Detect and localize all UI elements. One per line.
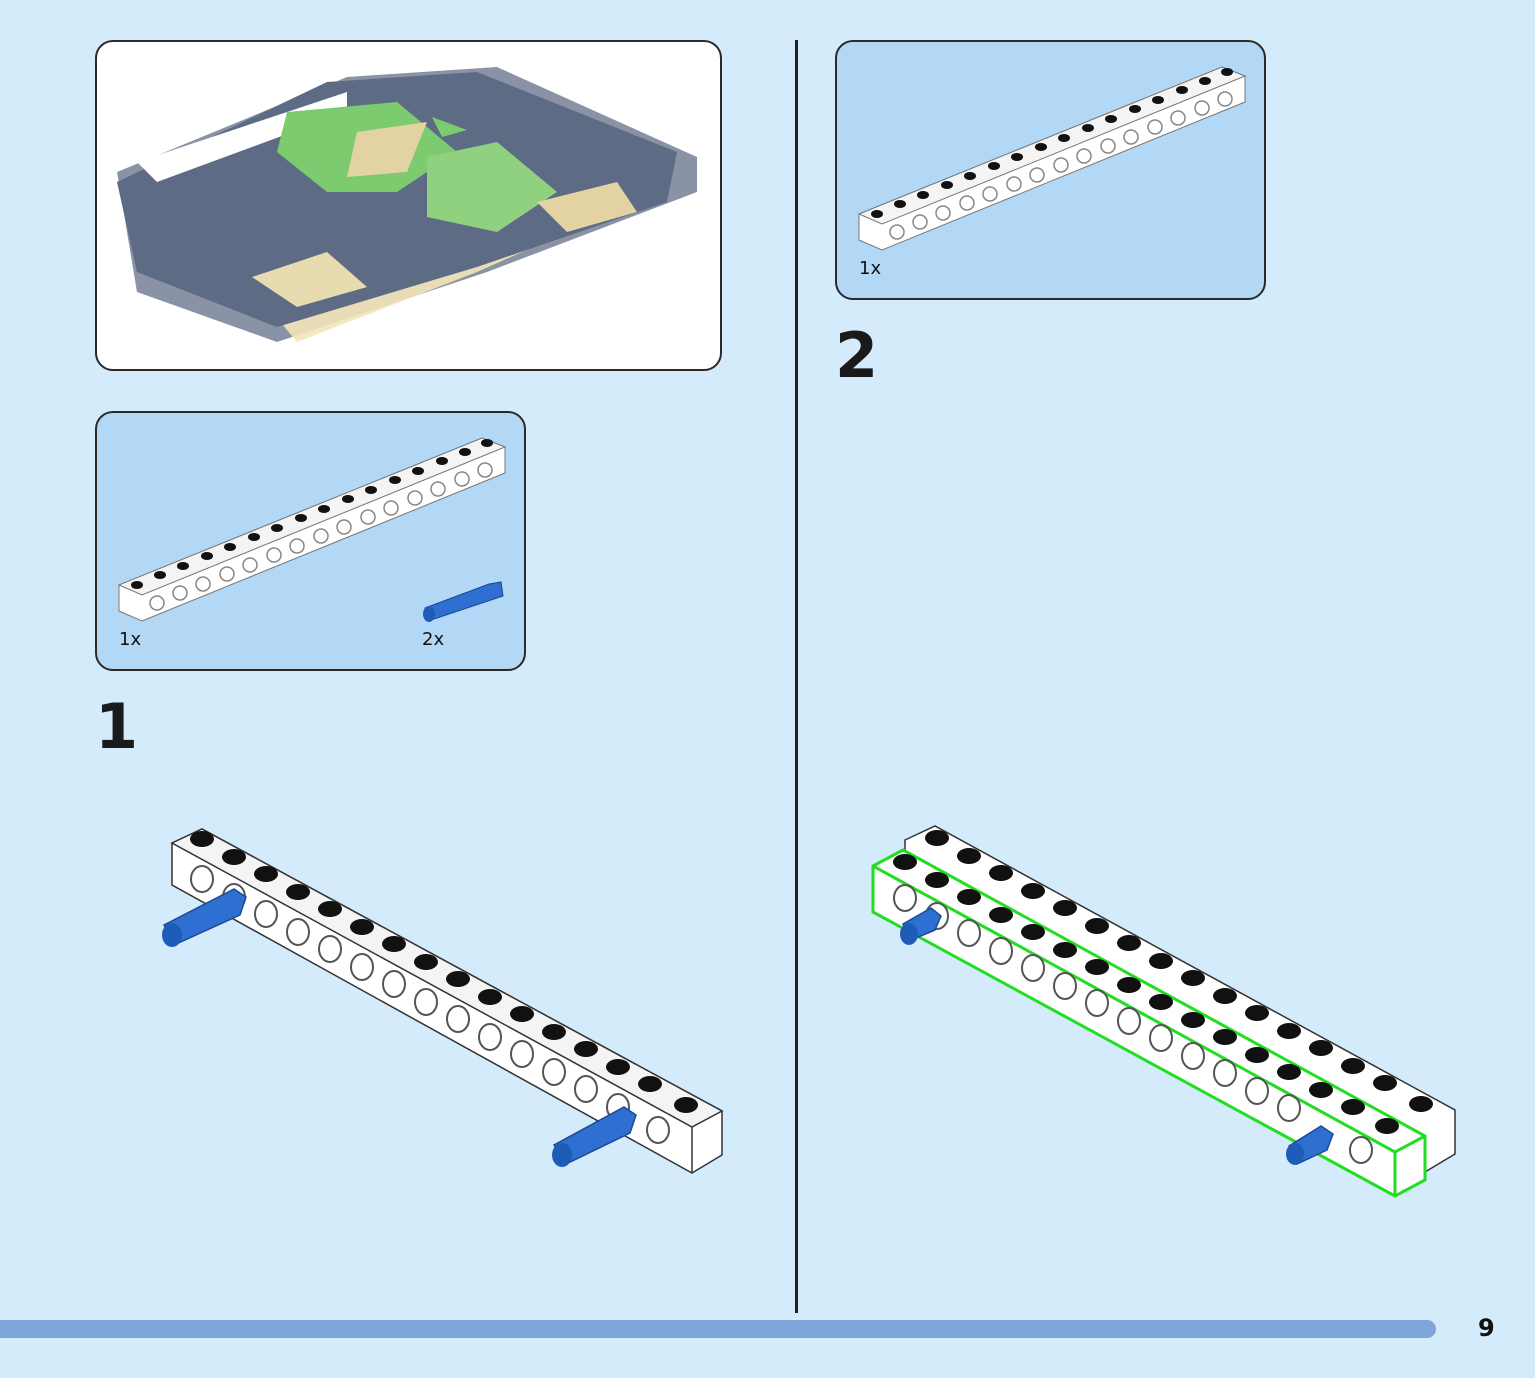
footer-bar	[0, 1320, 1436, 1338]
blue-pin-left	[162, 888, 247, 947]
step-2-assembly-illustration	[871, 825, 1456, 1198]
step-1-assembly-illustration	[162, 828, 724, 1174]
parts-panel-step-2: 1x	[835, 40, 1266, 300]
step-number-2: 2	[835, 319, 879, 392]
blue-pin-right	[552, 1106, 637, 1167]
beam-quantity: 1x	[119, 629, 142, 650]
beam-quantity: 1x	[859, 258, 882, 279]
model-overview-illustration	[117, 67, 697, 342]
technic-beam-part-2	[857, 66, 1247, 251]
parts-panel-step-1: 1x 2x	[95, 411, 526, 671]
new-beam-highlight	[871, 848, 1427, 1198]
step-number-1: 1	[95, 690, 139, 763]
pin-quantity: 2x	[422, 629, 445, 650]
page-number: 9	[1478, 1314, 1495, 1342]
blue-pin-right	[1286, 1125, 1334, 1166]
column-divider	[795, 40, 798, 1313]
blue-pin-left	[900, 907, 942, 945]
technic-beam-part-1	[117, 437, 507, 622]
overview-panel	[95, 40, 722, 371]
technic-pin-part	[423, 581, 504, 622]
